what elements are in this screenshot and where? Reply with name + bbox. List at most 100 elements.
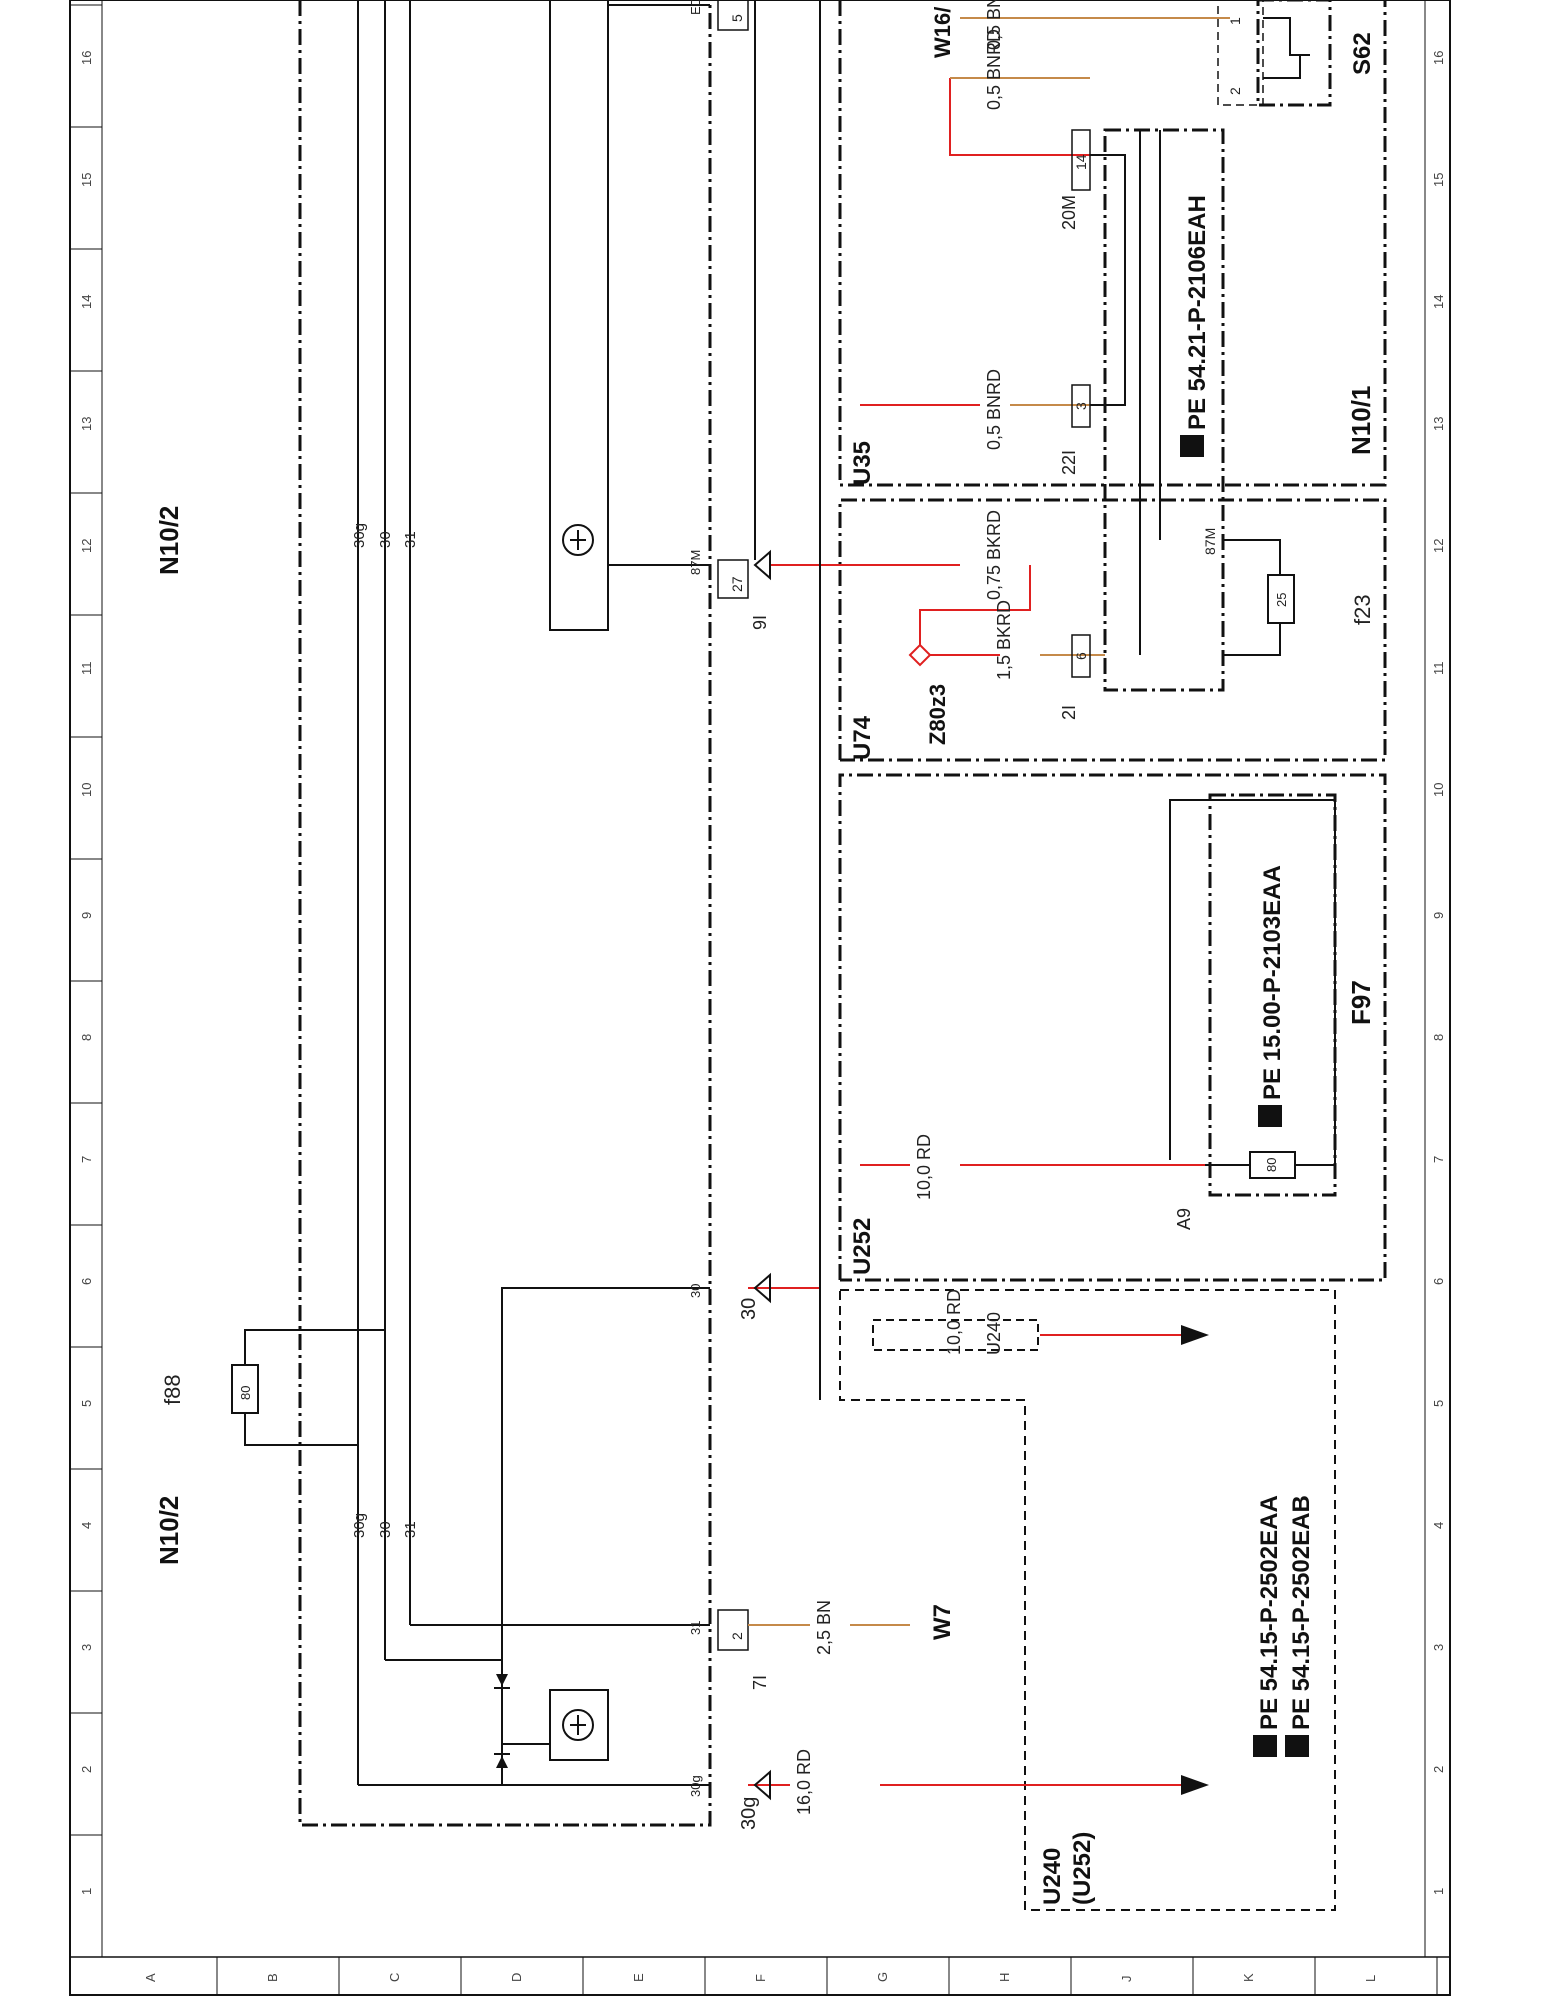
f97-label: F97 — [1346, 980, 1376, 1025]
grid-column-label: 9 — [1431, 912, 1446, 919]
grid-column-label: 1 — [1431, 1888, 1446, 1895]
grid-column-label: 5 — [1431, 1400, 1446, 1407]
f97-ref: PE 15.00-P-2103EAA — [1259, 865, 1286, 1100]
pin-27: 27 — [729, 576, 745, 592]
transistor-icon-lower — [562, 1709, 594, 1741]
pointing-hand-icon — [1253, 1735, 1309, 1757]
pin-14: 14 — [1073, 154, 1089, 170]
pin-30g-socket: 30g — [738, 1797, 760, 1830]
grid-column-label: 5 — [79, 1400, 94, 1407]
n10-2-module: N10/2 N10/2 30g 30 31 30g 30 31 80 f88 — [154, 0, 712, 1827]
pin-edw: EDW — [688, 0, 703, 15]
pin-30: 30 — [688, 1284, 703, 1298]
pin-87m-f23: 87M — [1202, 528, 1218, 555]
s62-pin-2: 2 — [1227, 87, 1243, 95]
f97-value: 80 — [1264, 1158, 1279, 1172]
wire-rd-16: 16,0 RD — [794, 1749, 814, 1815]
grid-column-label: 16 — [1431, 51, 1446, 65]
n10-1-ref: PE 54.21-P-2106EAH — [1184, 195, 1211, 430]
w7-label: W7 — [929, 1604, 956, 1640]
grid-column-label: 4 — [79, 1522, 94, 1529]
u252-label: U252 — [849, 1218, 876, 1275]
grid-row-label: E — [631, 1973, 646, 1982]
s62-label: S62 — [1349, 32, 1376, 75]
pin-87m: 87M — [688, 550, 703, 575]
pin-22i: 22I — [1059, 450, 1079, 475]
grid-row-label: F — [753, 1974, 768, 1982]
grid-column-label: 6 — [79, 1278, 94, 1285]
u35-connector: U35 N10/1 0,5 BNRD 3 22I 14 20M 0,5 BNRD… — [838, 0, 1387, 692]
grid-column-label: 11 — [1431, 662, 1446, 676]
wire-top-bnrd: 0,5 BNRD — [984, 29, 1004, 110]
grid-column-label: 7 — [79, 1156, 94, 1163]
grid-column-label: 4 — [1431, 1522, 1446, 1529]
u240-ref-1: PE 54.15-P-2502EAA — [1256, 1495, 1283, 1730]
grid-row-label: B — [265, 1973, 280, 1982]
pin-6: 6 — [1073, 652, 1089, 660]
pin-a9: A9 — [1174, 1208, 1194, 1230]
grid-row-label: J — [1119, 1976, 1134, 1983]
wire-bn-25: 2,5 BN — [814, 1600, 834, 1655]
pin-30-socket: 30 — [738, 1298, 760, 1320]
u240-connector: U240 10,0 RD PE 54.15-P-2502EAA PE 54.15… — [839, 1289, 1336, 1911]
grid-column-label: 14 — [79, 295, 94, 309]
w16-label: W16/ — [930, 7, 955, 58]
grid-row-label: D — [509, 1973, 524, 1982]
pointing-hand-icon — [1180, 435, 1204, 457]
pin-9i: 9I — [750, 615, 770, 630]
grid-row-label: H — [997, 1973, 1012, 1982]
grid-column-label: 2 — [79, 1766, 94, 1773]
grid-column-label: 6 — [1431, 1278, 1446, 1285]
pin-30g: 30g — [688, 1775, 703, 1797]
bus-30g-label: 30g — [351, 523, 368, 548]
s62-pin-1: 1 — [1227, 17, 1243, 25]
grid-column-label: 8 — [1431, 1034, 1446, 1041]
pointing-hand-icon — [1258, 1105, 1282, 1127]
grid-column-label: 3 — [79, 1644, 94, 1651]
grid-column-label: 15 — [79, 173, 94, 187]
wire-top-bn: 0,5 BN — [984, 0, 1004, 50]
connector-pins: 5 27 9I 30 2 7I 30g — [717, 0, 770, 1830]
grid-column-label: 13 — [1431, 417, 1446, 431]
pin-2i: 2I — [1059, 705, 1079, 720]
wire-bkrd-15: 1,5 BKRD — [994, 600, 1014, 680]
n10-1-label: N10/1 — [1346, 386, 1376, 455]
pin-2: 2 — [729, 1632, 745, 1640]
grid-column-label: 10 — [1431, 783, 1446, 797]
wire-rd-10-u240: 10,0 RD — [944, 1289, 964, 1355]
z80z3-label: Z80z3 — [925, 684, 950, 745]
grid-column-label: 14 — [1431, 295, 1446, 309]
grid-column-label: 10 — [79, 783, 94, 797]
u240-alt-label: (U252) — [1069, 1832, 1096, 1905]
grid-column-label: 13 — [79, 417, 94, 431]
bus-30-label: 30 — [377, 531, 394, 548]
grid-column-label: 11 — [79, 662, 94, 676]
grid-column-label: 3 — [1431, 1644, 1446, 1651]
u252-connector: U252 10,0 RD A9 80 PE 15.00-P-2103EAA F9… — [838, 773, 1387, 1282]
grid-column-label: 1 — [79, 1888, 94, 1895]
wire-rd-10: 10,0 RD — [914, 1134, 934, 1200]
drawing-frame — [69, 0, 1451, 1996]
bus-31-label-lower: 31 — [402, 1521, 419, 1538]
bus-30g-label-lower: 30g — [351, 1513, 368, 1538]
pin-3: 3 — [1073, 402, 1089, 410]
grid-column-label: 9 — [79, 912, 94, 919]
n10-2-bottom-label: N10/2 — [154, 1496, 184, 1565]
grid-column-label: 16 — [79, 51, 94, 65]
f88-value: 80 — [238, 1386, 253, 1400]
u35-label: U35 — [849, 441, 876, 485]
pin-7i: 7I — [750, 1675, 770, 1690]
u240-ref-2: PE 54.15-P-2502EAB — [1288, 1495, 1315, 1730]
pin-5: 5 — [729, 14, 745, 22]
pin-20m: 20M — [1059, 195, 1079, 230]
u74-label: U74 — [849, 715, 876, 760]
grid-row-label: C — [387, 1973, 402, 1982]
f88-label: f88 — [160, 1374, 185, 1405]
transistor-icon — [562, 524, 594, 556]
grid-column-label: 8 — [79, 1034, 94, 1041]
wire-bkrd-075: 0,75 BKRD — [984, 510, 1004, 600]
fuse-icon: 80 — [231, 1329, 385, 1446]
n10-2-top-label: N10/2 — [154, 506, 184, 575]
